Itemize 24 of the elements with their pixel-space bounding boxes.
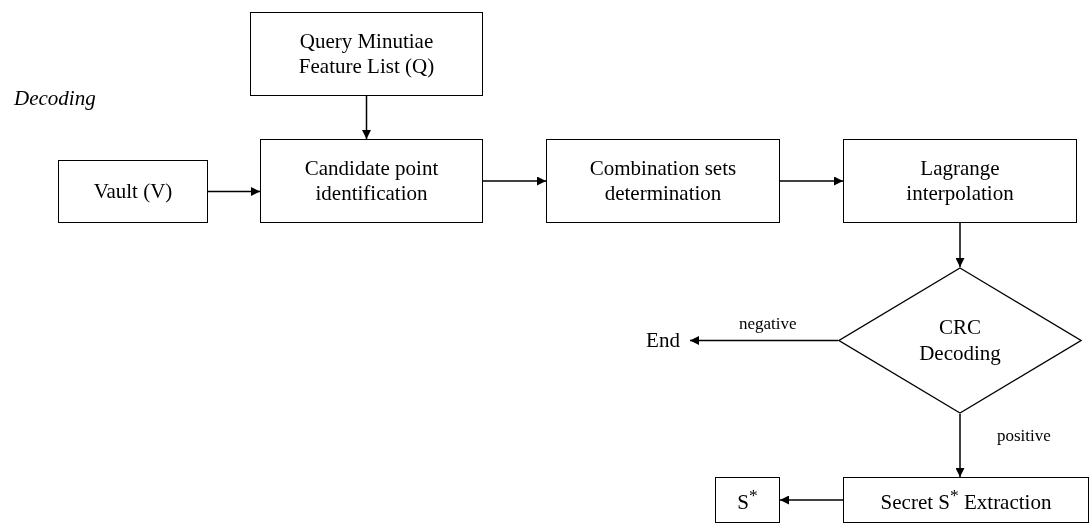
node-label: Lagrange interpolation: [905, 155, 1015, 207]
process-box: [843, 477, 1089, 523]
node-label: S$^{*}$: [737, 484, 758, 516]
node-label: CRC Decoding: [918, 315, 1002, 366]
process-box: [546, 139, 780, 223]
process-box: [715, 477, 780, 523]
node-label: Query Minutiae Feature List (Q): [297, 28, 436, 80]
arrow: [362, 95, 371, 140]
process-box: [260, 139, 483, 223]
node-label: Candidate point identification: [303, 155, 440, 207]
process-box: [58, 160, 208, 223]
arrow: [779, 495, 844, 505]
arrow: [207, 187, 261, 196]
process-box: [250, 12, 483, 96]
end-label: End: [646, 328, 680, 354]
arrow: [955, 222, 965, 268]
arrow: [955, 413, 965, 478]
node-label: Secret S$^{*}$ Extraction: [880, 484, 1052, 516]
node-label: Vault (V): [93, 178, 173, 205]
process-box: [843, 139, 1077, 223]
arrow: [689, 336, 839, 345]
node-label: Combination sets determination: [588, 155, 738, 207]
arrow: [482, 176, 547, 186]
arrow: [779, 176, 844, 186]
